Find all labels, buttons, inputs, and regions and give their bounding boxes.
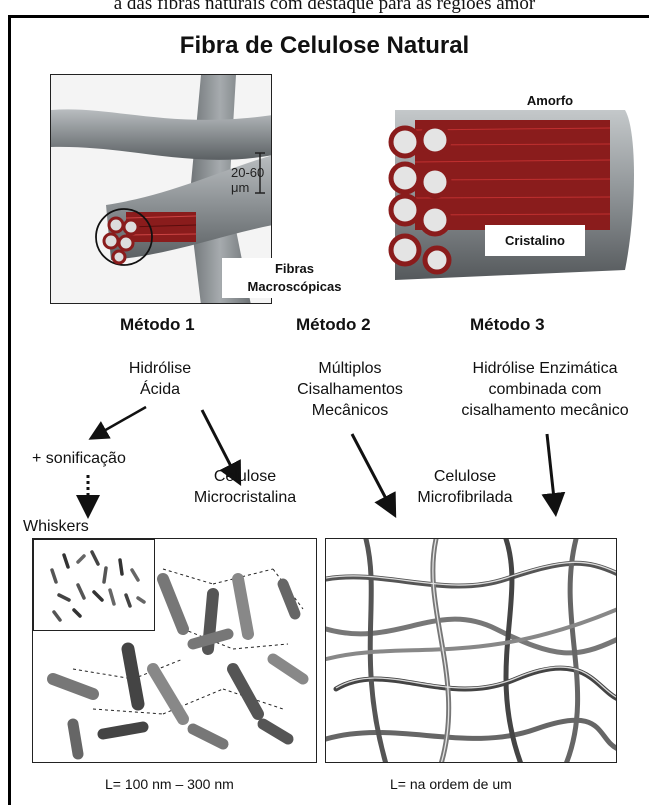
- scale-label: 20-60 μm: [231, 165, 271, 195]
- mcc-length-caption: L= 100 nm – 300 nm: [105, 776, 234, 792]
- whiskers-label: Whiskers: [23, 518, 89, 536]
- fiber-cross-section-panel: Amorfo Cristalino: [375, 70, 645, 290]
- method-2-label: Método 2: [296, 315, 371, 335]
- method-3-process: Hidrólise Enzimática combinada com cisal…: [440, 358, 649, 421]
- mfc-illustration: [326, 539, 617, 763]
- sonication-label: + sonificação: [32, 450, 126, 468]
- mfc-length-caption: L= na ordem de um: [390, 776, 512, 792]
- figure-title: Fibra de Celulose Natural: [0, 32, 649, 60]
- mfc-panel: [325, 538, 617, 763]
- whiskers-illustration: [34, 540, 155, 631]
- whiskers-panel: [33, 539, 155, 631]
- mcc-label: Celulose Microcristalina: [175, 466, 315, 508]
- amorphous-label: Amorfo: [510, 93, 590, 108]
- macro-fibers-label: Fibras Macroscópicas: [222, 258, 367, 298]
- method-3-label: Método 3: [470, 315, 545, 335]
- mfc-label: Celulose Microfibrilada: [395, 466, 535, 508]
- crystalline-label: Cristalino: [485, 225, 585, 256]
- method-2-process: Múltiplos Cisalhamentos Mecânicos: [285, 358, 415, 421]
- method-1-process: Hidrólise Ácida: [105, 358, 215, 400]
- method-1-label: Método 1: [120, 315, 195, 335]
- top-caption-fragment: a das fibras naturais com destaque para …: [0, 0, 649, 15]
